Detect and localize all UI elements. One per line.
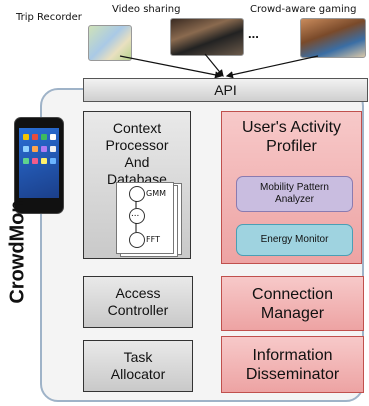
api-arrows <box>119 53 319 79</box>
crowd-gaming-image <box>300 18 366 58</box>
mobility-analyzer-box: Mobility Pattern Analyzer <box>236 176 353 212</box>
access-controller-label: Access Controller <box>107 285 169 318</box>
api-bar: API <box>83 78 368 102</box>
activity-profiler-label: User's Activity Profiler <box>241 119 342 155</box>
trip-recorder-label: Trip Recorder <box>16 12 82 23</box>
access-controller-box: Access Controller <box>83 276 193 328</box>
task-allocator-label: Task Allocator <box>110 349 166 382</box>
mobility-analyzer-label: Mobility Pattern Analyzer <box>260 182 329 205</box>
energy-monitor-label: Energy Monitor <box>260 234 329 245</box>
trip-map-image <box>88 25 132 61</box>
task-allocator-box: Task Allocator <box>83 340 193 392</box>
phone-screen <box>19 128 59 198</box>
arrow-gaming <box>225 55 319 79</box>
fft-label: FFT <box>146 235 160 244</box>
connection-manager-label: Connection Manager <box>252 285 333 322</box>
energy-monitor-box: Energy Monitor <box>236 224 353 256</box>
gmm-node <box>129 186 145 202</box>
page-stack-front <box>116 182 174 254</box>
arrow-video <box>204 53 224 77</box>
arrow-trip <box>119 55 223 79</box>
middle-node <box>129 208 145 224</box>
video-sharing-label: Video sharing <box>112 4 181 15</box>
fft-node <box>129 232 145 248</box>
gmm-label: GMM <box>146 189 167 198</box>
video-sharing-image <box>170 18 244 56</box>
connection-manager-box: Connection Manager <box>221 276 364 331</box>
middle-node-label: ... <box>131 208 140 219</box>
info-disseminator-box: Information Disseminator <box>221 336 364 393</box>
info-disseminator-label: Information Disseminator <box>245 346 340 383</box>
phone-icon <box>14 117 64 214</box>
apps-ellipsis: ... <box>248 26 259 41</box>
crowd-gaming-label: Crowd-aware gaming <box>250 4 357 15</box>
